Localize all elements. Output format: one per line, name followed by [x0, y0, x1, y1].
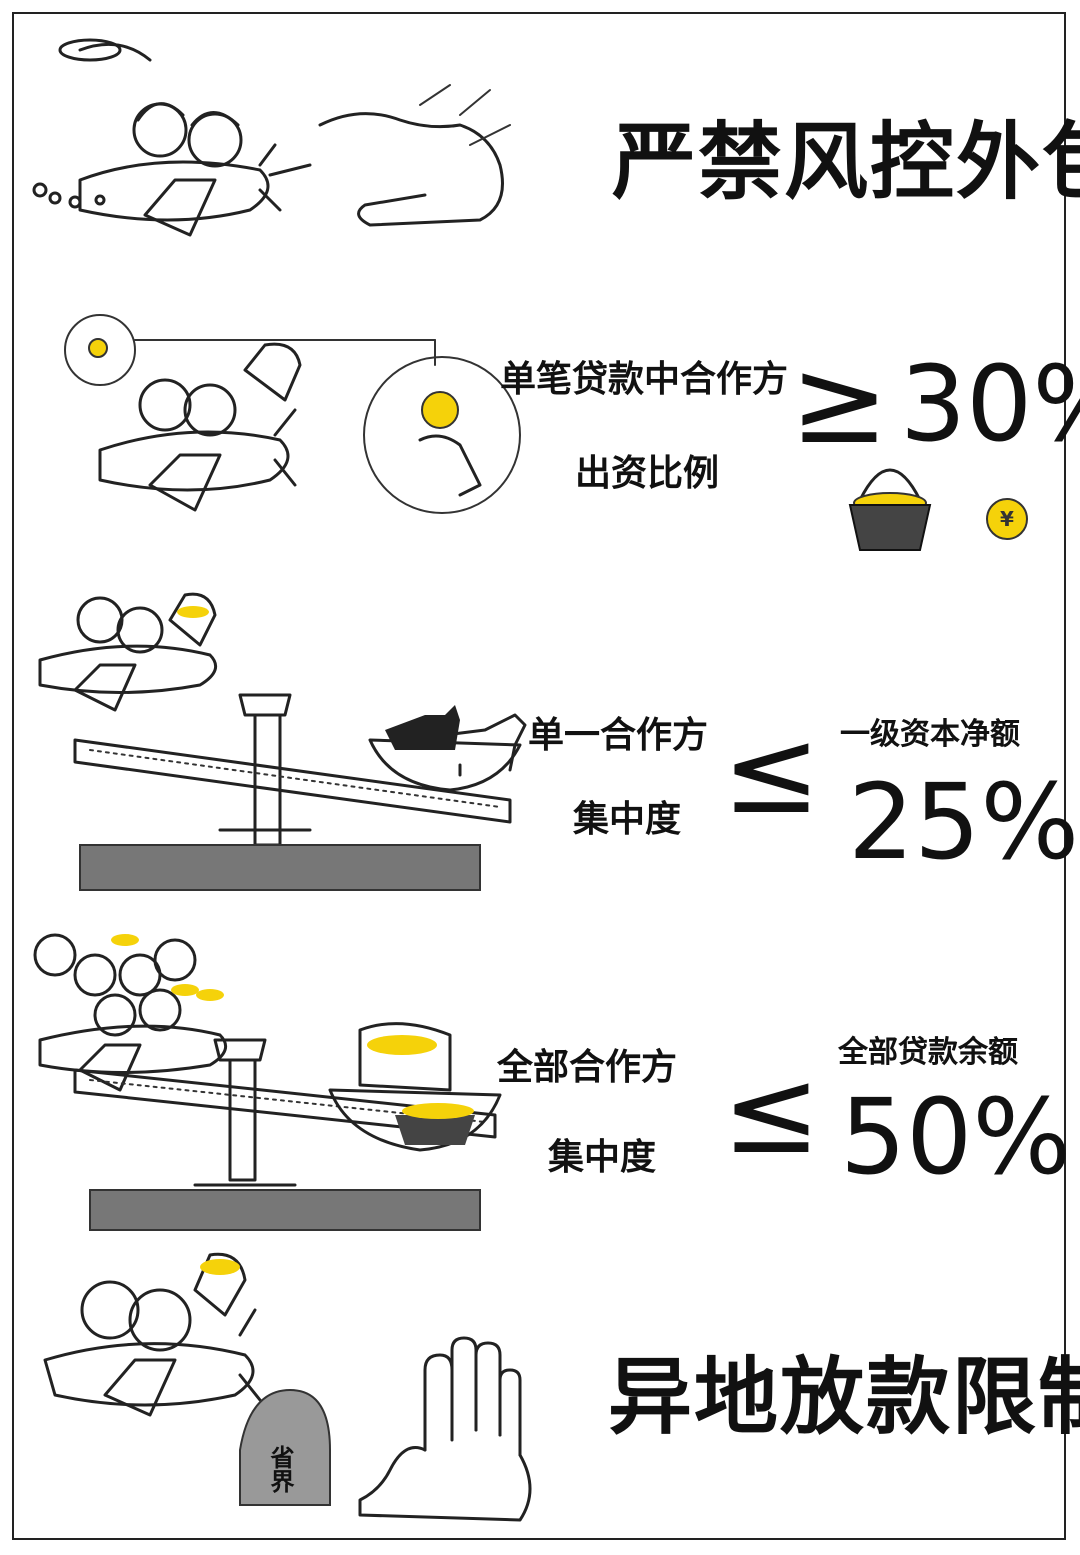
- single-loan-label-line2: 出资比例: [575, 453, 720, 494]
- stop-hand-illustration: [358, 1336, 532, 1522]
- all-partners-basis: 全部贷款余额: [838, 1035, 1018, 1070]
- plane-boundary-illustration: 省界: [43, 1252, 331, 1506]
- less-equal-symbol: ≤: [722, 702, 821, 840]
- all-partners-label-line1: 全部合作方: [497, 1047, 678, 1088]
- single-partner-value: 25%: [848, 761, 1080, 883]
- single-partner-label-line2: 集中度: [573, 799, 682, 840]
- yuan-coin-icon: ¥: [986, 498, 1028, 540]
- grabbing-hand-illustration: [318, 84, 511, 227]
- single-partner-label-line1: 单一合作方: [528, 715, 709, 756]
- outsourcing-title: 严禁风控外包: [612, 113, 1080, 211]
- scale-with-dogs-illustration: [38, 592, 527, 891]
- single-loan-value: 30%: [900, 343, 1080, 465]
- basket-icon: [848, 468, 932, 551]
- yuan-symbol: ¥: [1000, 507, 1014, 531]
- plane-duo-illustration: [32, 38, 312, 237]
- single-loan-label-line1: 单笔贷款中合作方: [500, 359, 789, 400]
- scale-with-chest-illustration: [33, 933, 502, 1231]
- greater-equal-symbol: ≥: [790, 332, 889, 470]
- all-partners-value: 50%: [840, 1076, 1072, 1198]
- all-partners-label-line2: 集中度: [548, 1137, 657, 1178]
- coin-plane-illustration: [64, 314, 521, 514]
- single-partner-basis: 一级资本净额: [840, 717, 1020, 752]
- remote-lending-title: 异地放款限制: [608, 1348, 1080, 1446]
- page-frame: [12, 12, 1066, 1540]
- less-equal-symbol-2: ≤: [722, 1042, 821, 1180]
- boundary-stone-text: 省界: [266, 1445, 295, 1494]
